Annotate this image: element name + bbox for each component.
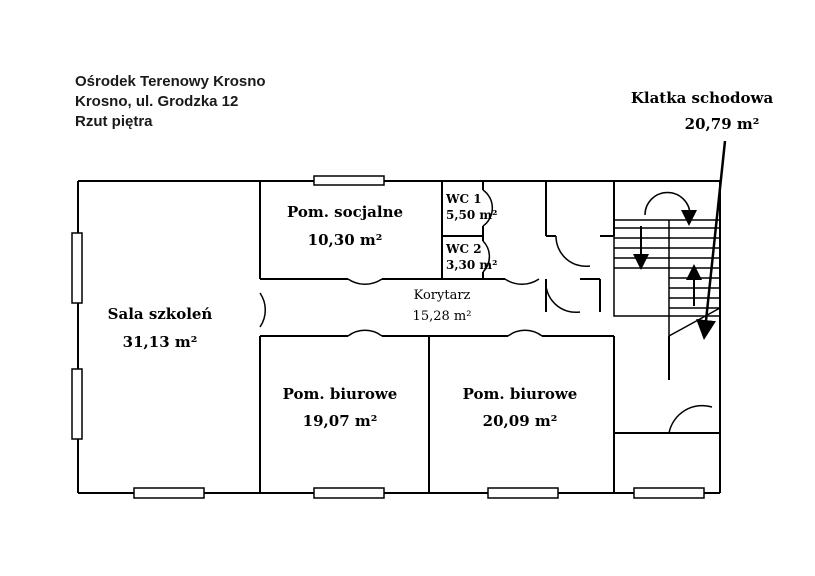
room-biuro2-name: Pom. biurowe [462,385,578,403]
header-line-2: Krosno, ul. Grodzka 12 [75,93,239,110]
room-klatka-name: Klatka schodowa [630,89,774,107]
room-wc1-name: WC 1 [446,192,482,206]
room-socjalne-area: 10,30 m² [307,231,383,249]
stair-pointer-line [696,140,727,340]
room-korytarz-name: Korytarz [413,288,471,303]
room-sala-name: Sala szkoleń [107,305,213,323]
header-line-3: Rzut piętra [75,113,153,130]
room-biuro1-name: Pom. biurowe [282,385,398,403]
interior-walls [259,181,720,493]
header-line-1: Ośrodek Terenowy Krosno [75,73,266,90]
room-socjalne-name: Pom. socjalne [286,203,404,221]
staircase [613,219,721,337]
stair-arrows [633,210,702,306]
room-biuro1-area: 19,07 m² [302,412,378,430]
room-korytarz-area: 15,28 m² [412,309,472,324]
room-klatka-area: 20,79 m² [684,115,760,133]
room-wc1-area: 5,50 m² [446,208,498,222]
room-biuro2-area: 20,09 m² [482,412,558,430]
windows [71,175,705,499]
room-wc2-name: WC 2 [446,242,482,256]
room-sala-area: 31,13 m² [122,333,198,351]
door-swings [259,189,713,434]
room-wc2-area: 3,30 m² [446,258,498,272]
